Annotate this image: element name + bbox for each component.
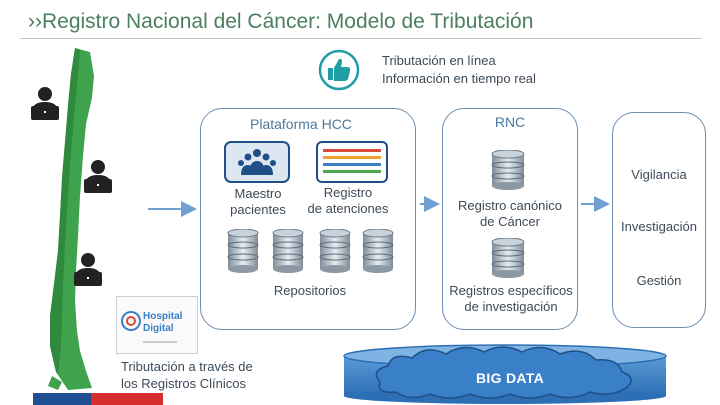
user-laptop-icon — [84, 160, 112, 193]
database-stack-icons — [227, 229, 394, 273]
logo-line2: Digital — [143, 323, 174, 334]
user-laptop-icon — [31, 87, 59, 120]
records-list-icon — [316, 141, 388, 183]
chile-map — [48, 48, 94, 390]
thumbs-up-icon — [318, 49, 360, 91]
flag-stripe-red — [91, 393, 163, 405]
big-data-cloud — [343, 344, 667, 404]
hospital-digital-logo-graphic: Hospital Digital — [121, 311, 183, 343]
registro-atenciones-label: Registro de atenciones — [307, 185, 389, 216]
registro-canonico-label: Registro canónico de Cáncer — [457, 198, 563, 229]
big-data-label: BIG DATA — [476, 370, 544, 386]
rnc-panel — [442, 108, 578, 330]
flag-stripe-blue — [33, 393, 91, 405]
patients-group-icon — [224, 141, 290, 183]
callout-line1: Tributación en línea — [382, 53, 496, 68]
vigilancia-label: Vigilancia — [631, 167, 687, 182]
logo-line1: Hospital — [143, 311, 183, 322]
uses-panel — [612, 112, 706, 328]
rnc-title: RNC — [494, 114, 526, 130]
left-caption: Tributación a través de los Registros Cl… — [121, 359, 253, 391]
plataforma-hcc-panel — [200, 108, 416, 330]
hospital-digital-logo: Hospital Digital — [116, 296, 198, 354]
user-laptop-icon — [74, 253, 102, 286]
database-icon — [491, 238, 525, 278]
plataforma-title: Plataforma HCC — [250, 116, 352, 132]
database-icon — [491, 150, 525, 190]
repositorios-label: Repositorios — [273, 283, 347, 298]
page-title: ››Registro Nacional del Cáncer: Modelo d… — [28, 10, 534, 33]
investigacion-label: Investigación — [621, 219, 697, 234]
callout-line2: Información en tiempo real — [382, 71, 536, 86]
gestion-label: Gestión — [636, 273, 682, 288]
maestro-pacientes-label: Maestro pacientes — [230, 186, 286, 217]
title-divider — [20, 38, 702, 39]
registros-especificos-label: Registros específicos de investigación — [449, 283, 573, 314]
